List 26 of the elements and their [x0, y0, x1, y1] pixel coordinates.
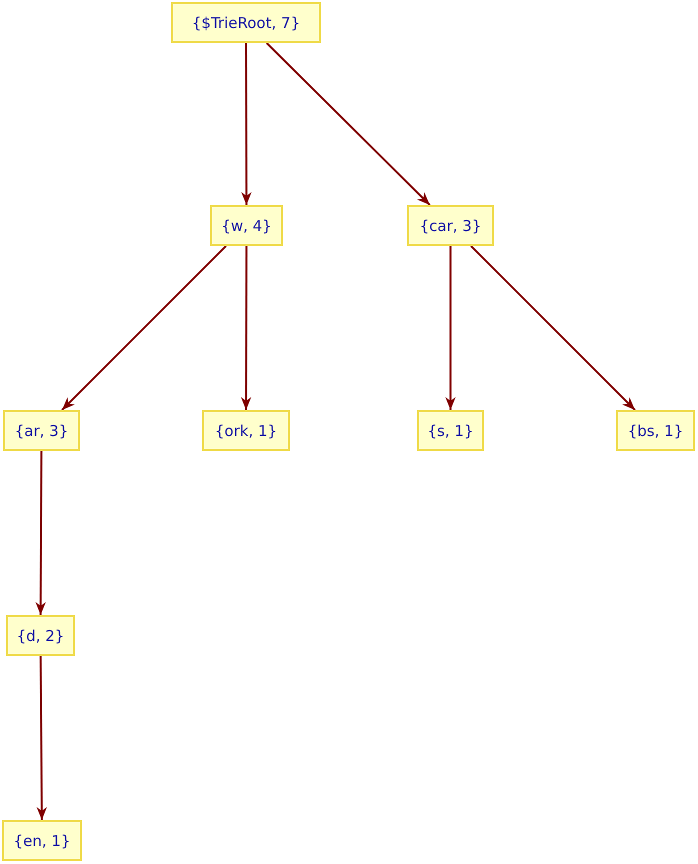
node-label: {d, 2} — [16, 626, 64, 644]
node-box — [6, 615, 75, 656]
arrow — [470, 245, 636, 411]
arrow — [240, 246, 252, 410]
node-box — [210, 205, 283, 246]
node-label: {s, 1} — [428, 422, 474, 440]
arrow — [445, 246, 456, 410]
node-label: {ork, 1} — [214, 422, 278, 440]
node-label: {$TrieRoot, 7} — [192, 14, 300, 32]
node-box — [616, 410, 695, 451]
arrow — [35, 451, 46, 615]
node-box — [202, 410, 290, 451]
node-box — [2, 820, 82, 861]
arrow — [36, 656, 47, 820]
node-label: {ar, 3} — [14, 422, 68, 440]
node-label: {car, 3} — [420, 216, 482, 234]
node-label: {bs, 1} — [628, 422, 684, 440]
arrow — [266, 42, 431, 206]
arrow — [61, 245, 227, 411]
node-box — [171, 2, 321, 43]
node-box — [3, 410, 80, 451]
node-box — [407, 205, 494, 246]
node-box — [417, 410, 484, 451]
node-label: {en, 1} — [14, 832, 70, 850]
arrow — [241, 43, 252, 205]
node-label: {w, 4} — [221, 216, 272, 234]
